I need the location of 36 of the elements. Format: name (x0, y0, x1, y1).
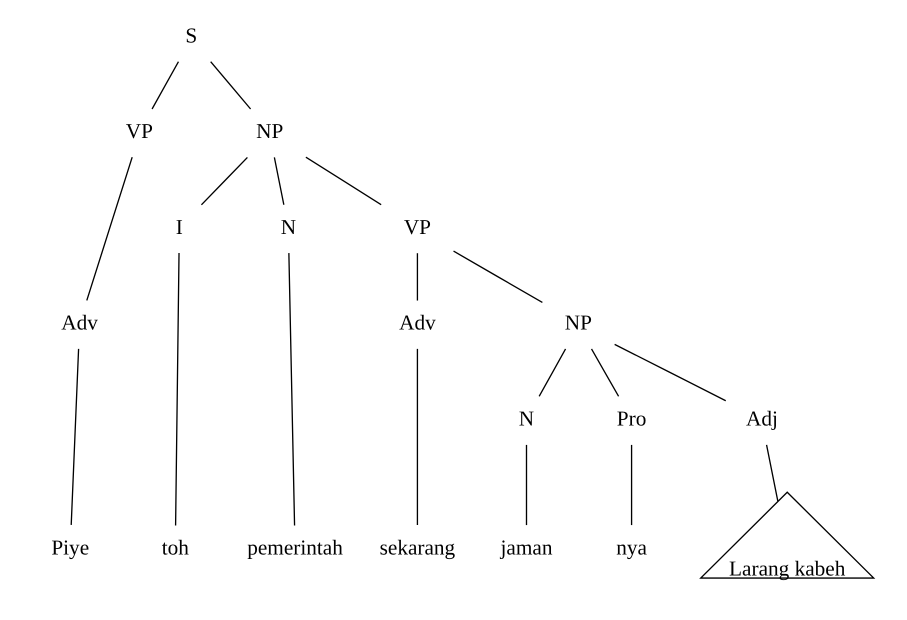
node-text: nya (616, 535, 646, 560)
connector (305, 156, 382, 206)
node-text: S (184, 23, 197, 48)
connector (765, 444, 778, 502)
connector (452, 250, 542, 304)
connector (288, 253, 295, 526)
connector (200, 156, 248, 206)
node-text: Adv (398, 310, 436, 335)
node-text: NP (564, 310, 592, 335)
connector (614, 344, 726, 402)
connector (174, 253, 180, 526)
connector (86, 157, 132, 301)
connector (416, 348, 418, 525)
node-text: jaman (500, 535, 552, 560)
connector (210, 61, 251, 110)
node-text: sekarang (379, 535, 455, 560)
node-text: Piye (50, 535, 89, 560)
connector (630, 444, 632, 526)
connector (151, 61, 179, 110)
node-text: Adv (60, 310, 98, 335)
node-text: pemerintah (246, 535, 342, 560)
node-text: N (518, 406, 534, 430)
connector (590, 348, 619, 397)
node-text: NP (256, 119, 283, 144)
connector (70, 348, 79, 525)
connector (273, 157, 284, 205)
node-text: Adj (745, 406, 778, 430)
connector (416, 253, 418, 301)
node-text: toh (161, 535, 188, 560)
node-text: I (175, 214, 182, 239)
connector (538, 348, 566, 397)
connector (525, 444, 527, 526)
node-text: VP (403, 214, 431, 239)
node-text: Pro (616, 406, 646, 430)
node-text: N (280, 214, 296, 239)
node-text: VP (125, 119, 152, 144)
